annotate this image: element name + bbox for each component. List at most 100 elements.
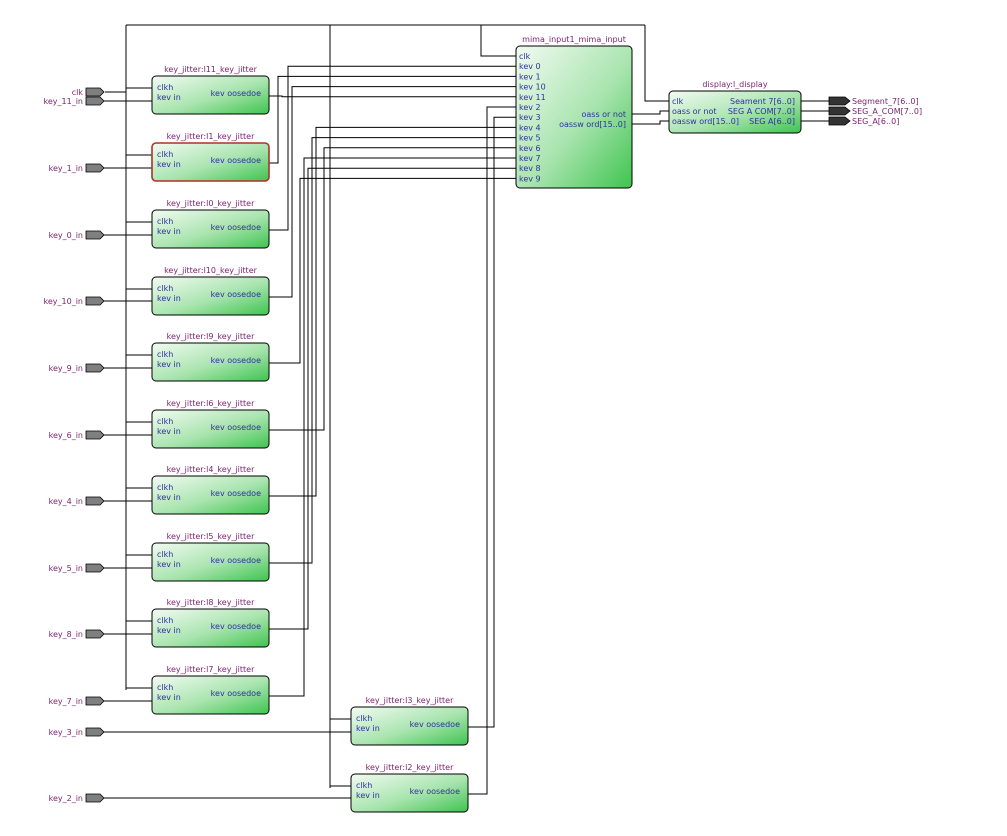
block-title: key_jitter:l5_key_jitter bbox=[167, 532, 255, 541]
port-clk-label: clkh bbox=[157, 417, 173, 426]
key-in-wire bbox=[104, 367, 153, 369]
port-in-label: kev in bbox=[157, 160, 181, 169]
port-in-label: kev in bbox=[157, 360, 181, 369]
bus-password bbox=[632, 120, 669, 125]
port-clk-label: clkh bbox=[157, 217, 173, 226]
input-pin-k11-symbol[interactable] bbox=[85, 96, 105, 106]
port-clk-label: clkh bbox=[157, 150, 173, 159]
key-in-wire bbox=[104, 434, 153, 436]
port-out-label: kev oosedoe bbox=[211, 622, 261, 631]
key-in-wire bbox=[104, 731, 352, 733]
input-pin-k3-symbol[interactable] bbox=[85, 727, 105, 737]
display-title: display:l_display bbox=[702, 80, 767, 89]
mima-port-in: kev 4 bbox=[519, 123, 541, 132]
block-body[interactable] bbox=[151, 542, 270, 582]
port-out-label: kev oosedoe bbox=[211, 89, 261, 98]
port-clk-label: clkh bbox=[157, 683, 173, 692]
mima-body[interactable] bbox=[515, 45, 633, 189]
key-out-wire bbox=[269, 177, 516, 364]
mima-port-in: kev 3 bbox=[519, 113, 541, 122]
key-in-wire bbox=[104, 633, 153, 635]
block-body[interactable] bbox=[350, 773, 469, 813]
block-body[interactable] bbox=[151, 209, 270, 249]
port-clk-label: clkh bbox=[157, 83, 173, 92]
block-title: key_jitter:l8_key_jitter bbox=[167, 598, 255, 607]
mima-port-in: kev 1 bbox=[519, 72, 541, 81]
key-out-wire bbox=[269, 75, 516, 164]
port-clk-label: clkh bbox=[157, 616, 173, 625]
port-out-label: kev oosedoe bbox=[410, 720, 460, 729]
input-pin-k3-label: key_3_in bbox=[49, 728, 83, 737]
key-out-wire bbox=[269, 95, 516, 98]
input-pin-k4-symbol[interactable] bbox=[85, 496, 105, 506]
block-body[interactable] bbox=[151, 475, 270, 515]
block-body[interactable] bbox=[151, 75, 270, 115]
display-body[interactable] bbox=[668, 90, 802, 134]
output-pin-symbol[interactable] bbox=[828, 96, 851, 106]
port-out-label: kev oosedoe bbox=[211, 223, 261, 232]
block-body[interactable] bbox=[151, 409, 270, 449]
input-pin-k7-symbol[interactable] bbox=[85, 696, 105, 706]
block-body[interactable] bbox=[151, 276, 270, 316]
mima-port-in: kev 10 bbox=[519, 83, 546, 92]
input-pin-k6-symbol[interactable] bbox=[85, 430, 105, 440]
input-pin-clk-symbol[interactable] bbox=[85, 87, 105, 97]
input-pin-k10-symbol[interactable] bbox=[85, 296, 105, 306]
port-in-label: kev in bbox=[356, 791, 380, 800]
input-pin-k5-symbol[interactable] bbox=[85, 563, 105, 573]
block-title: key_jitter:l6_key_jitter bbox=[167, 399, 255, 408]
port-in-label: kev in bbox=[157, 626, 181, 635]
key-out-wire bbox=[468, 116, 516, 728]
key-out-wire bbox=[269, 65, 516, 231]
block-title: key_jitter:l1_key_jitter bbox=[167, 132, 255, 141]
block-body[interactable] bbox=[151, 608, 270, 648]
key-out-wire bbox=[269, 137, 516, 564]
port-in-label: kev in bbox=[157, 93, 181, 102]
block-title: key_jitter:l0_key_jitter bbox=[167, 199, 255, 208]
mima-port-in: clk bbox=[519, 52, 531, 61]
output-pin-symbol[interactable] bbox=[828, 106, 851, 116]
key-out-wire bbox=[269, 86, 516, 298]
input-pin-k9-symbol[interactable] bbox=[85, 363, 105, 373]
input-pin-k0-label: key_0_in bbox=[49, 231, 83, 240]
port-clk-label: clkh bbox=[157, 483, 173, 492]
mima-title: mima_input1_mima_input bbox=[522, 35, 626, 44]
block-title: key_jitter:l3_key_jitter bbox=[366, 696, 454, 705]
input-pin-k1-symbol[interactable] bbox=[85, 163, 105, 173]
input-pin-k8-symbol[interactable] bbox=[85, 629, 105, 639]
block-body[interactable] bbox=[151, 675, 270, 715]
input-pin-k8-label: key_8_in bbox=[49, 630, 83, 639]
input-pin-k2-symbol[interactable] bbox=[85, 793, 105, 803]
block-body[interactable] bbox=[151, 342, 270, 382]
port-out-label: kev oosedoe bbox=[410, 787, 460, 796]
output-pin-symbol[interactable] bbox=[828, 116, 851, 126]
input-pin-clk-label: clk bbox=[72, 88, 84, 97]
mima-port-out: oassw ord[15..0] bbox=[559, 120, 626, 129]
clk-to-display bbox=[644, 25, 669, 102]
key-in-wire bbox=[104, 700, 153, 702]
pins-layer: key_11_inkey_1_inkey_0_inkey_10_inkey_9_… bbox=[44, 87, 922, 803]
input-pin-k0-symbol[interactable] bbox=[85, 230, 105, 240]
display-port-in: clk bbox=[672, 97, 684, 106]
block-body[interactable] bbox=[151, 142, 270, 182]
output-pin-label: SEG_A[6..0] bbox=[852, 117, 899, 126]
block-body[interactable] bbox=[350, 706, 469, 746]
key-in-wire bbox=[104, 234, 153, 236]
port-out-label: kev oosedoe bbox=[211, 156, 261, 165]
